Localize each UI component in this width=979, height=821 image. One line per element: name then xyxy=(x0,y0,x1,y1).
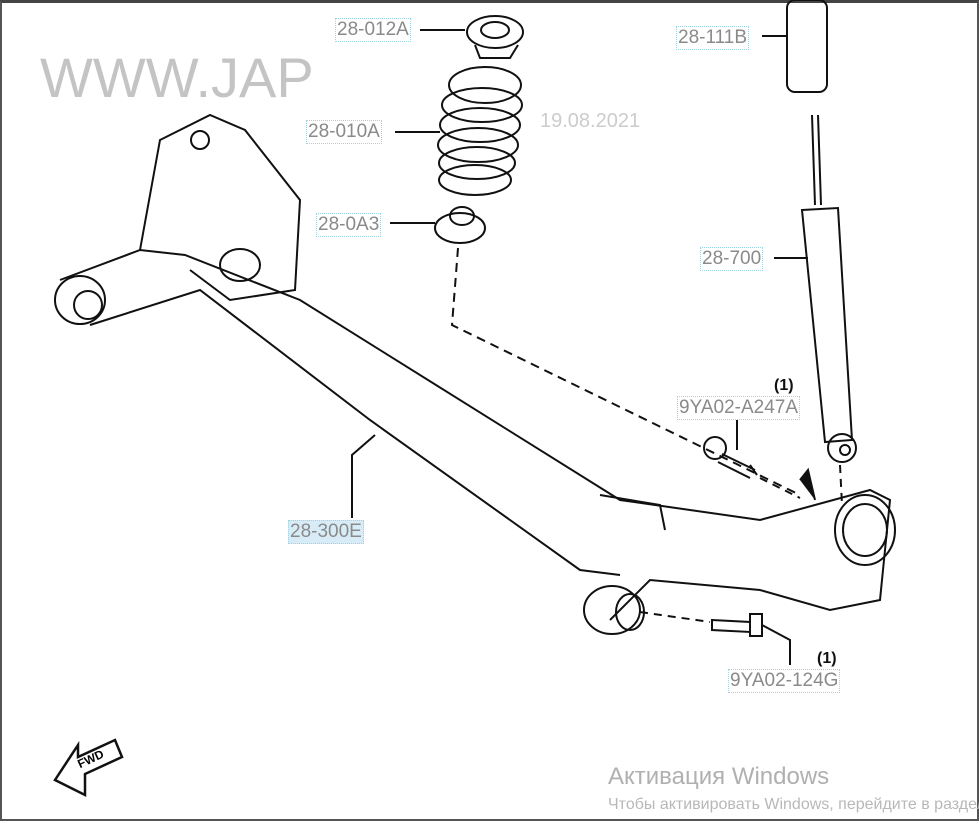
coil-spring xyxy=(437,66,523,196)
windows-activation-subtitle: Чтобы активировать Windows, перейдите в … xyxy=(608,796,979,813)
leader-lines xyxy=(351,29,808,665)
callout-9YA02-124G[interactable]: 9YA02-124G xyxy=(728,669,841,693)
callout-9YA02-A247A[interactable]: 9YA02-A247A xyxy=(677,396,801,420)
watermark-date: 19.08.2021 xyxy=(540,110,641,132)
callout-28-012A[interactable]: 28-012A xyxy=(335,18,411,42)
quantity-9YA02-A247A: (1) xyxy=(774,377,794,394)
shock-absorber xyxy=(786,0,857,506)
callout-28-700[interactable]: 28-700 xyxy=(700,247,764,271)
callout-28-300E[interactable]: 28-300E xyxy=(288,520,364,544)
torsion-beam xyxy=(54,113,896,635)
callout-28-010A[interactable]: 28-010A xyxy=(306,120,382,144)
fwd-arrow-icon xyxy=(53,738,124,798)
lower-spring-seat xyxy=(434,206,486,244)
upper-spring-seat xyxy=(466,15,524,59)
watermark: WWW.JAP xyxy=(40,46,314,109)
bolt-upper xyxy=(703,436,758,479)
spring-guide-line xyxy=(450,247,801,496)
bolt-lower xyxy=(711,613,763,637)
callout-28-0A3[interactable]: 28-0A3 xyxy=(316,213,382,237)
quantity-9YA02-124G: (1) xyxy=(817,650,837,667)
windows-activation-title: Активация Windows xyxy=(608,763,830,790)
callout-28-111B[interactable]: 28-111B xyxy=(676,26,750,50)
